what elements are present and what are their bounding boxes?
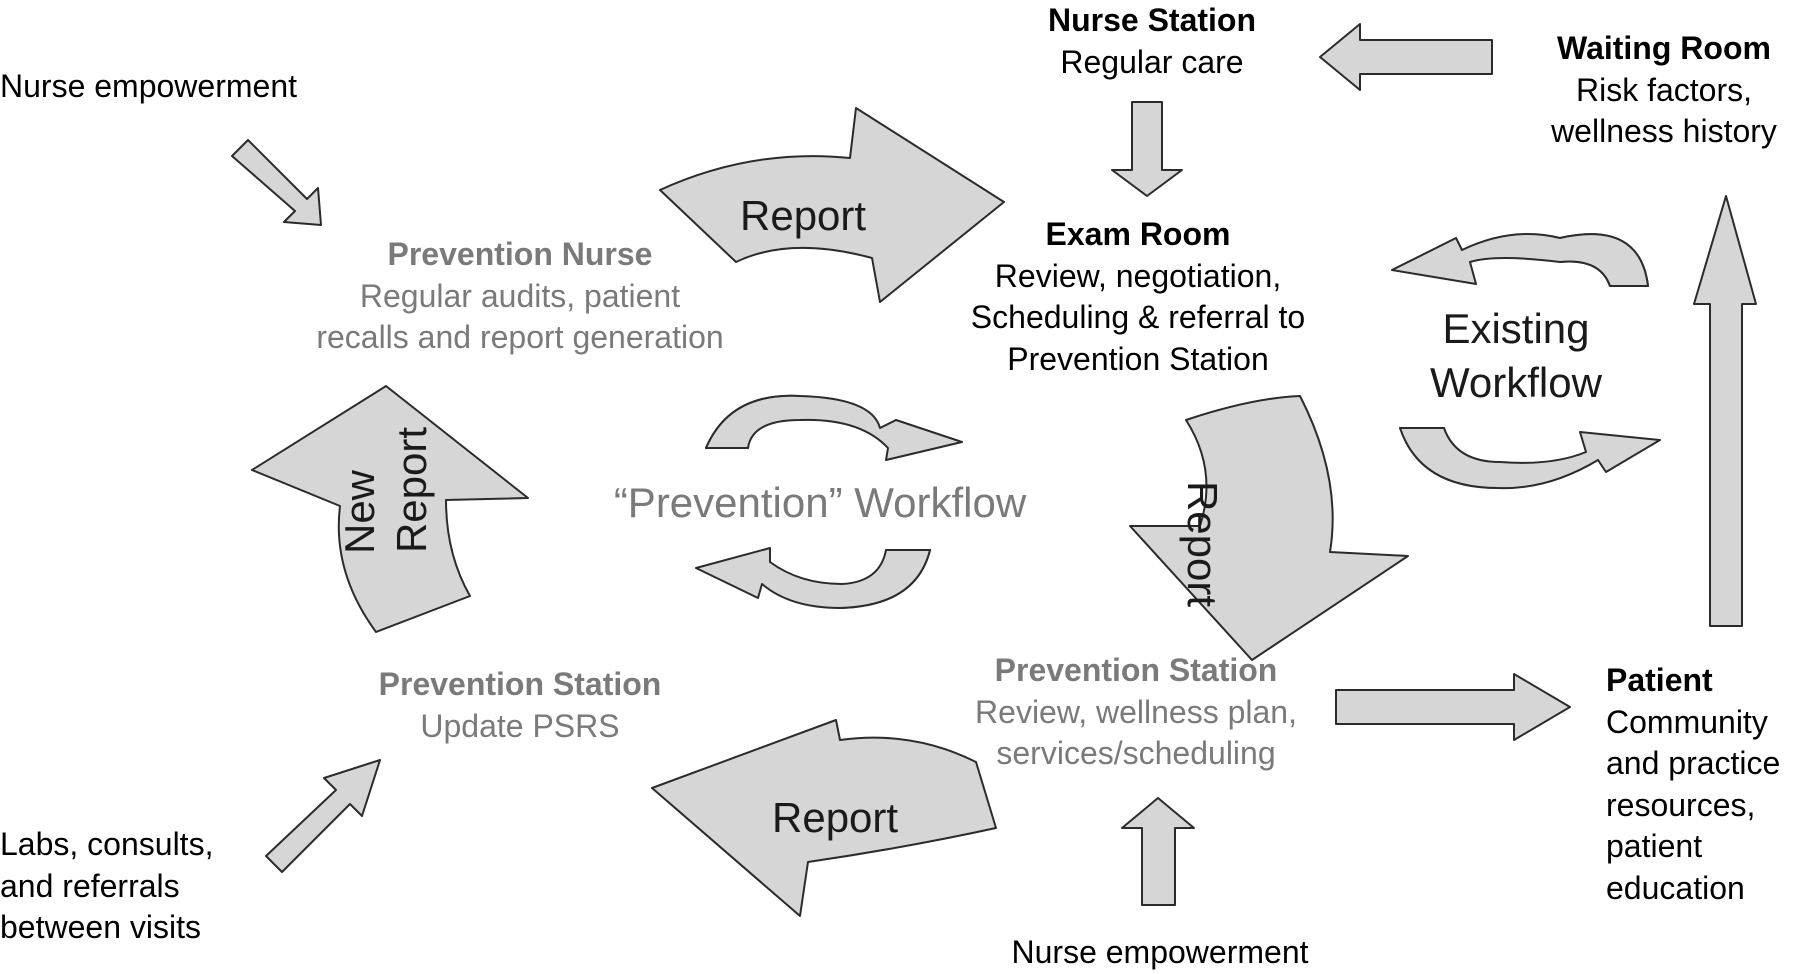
labs-text-3: between visits (0, 909, 201, 946)
prevention-nurse-sub-1: Regular audits, patient (359, 277, 681, 314)
existing-workflow-label: Existing Workflow (1430, 302, 1602, 410)
prevention-workflow-arrow-top (705, 394, 963, 461)
prevention-workflow-text: “Prevention” Workflow (613, 479, 1027, 526)
labs-text-1: Labs, consults, (0, 826, 214, 862)
exam-room-sub-2: Scheduling & referral to (970, 299, 1306, 336)
patient-sub-3: resources, (1606, 786, 1756, 823)
prevention-nurse-title: Prevention Nurse (387, 236, 653, 272)
nurse-station-title: Nurse Station (1047, 2, 1257, 38)
new-label: New (336, 469, 383, 555)
input-labs: Labs, consults, and referrals between vi… (0, 824, 213, 949)
prevention-station-right-title: Prevention Station (994, 652, 1278, 688)
node-prevention-station-left: Prevention Station Update PSRS (379, 664, 662, 747)
prevention-station-right-sub-2: services/scheduling (996, 735, 1276, 772)
prevention-nurse-sub-2: recalls and report generation (316, 319, 724, 356)
exam-room-sub-3: Prevention Station (1007, 340, 1269, 377)
existing-workflow-line-1: Existing (1442, 305, 1590, 352)
arrow-report-bottom (651, 719, 997, 917)
node-prevention-station-right: Prevention Station Review, wellness plan… (975, 650, 1297, 775)
exam-room-sub-1: Review, negotiation, (994, 257, 1282, 294)
node-waiting-room: Waiting Room Risk factors, wellness hist… (1551, 28, 1777, 153)
arrow-nurse-station-to-exam (1111, 101, 1183, 197)
node-patient: Patient Community and practice resources… (1606, 660, 1780, 910)
existing-workflow-arrow-bottom (1399, 427, 1661, 490)
arrow-nurse-empowerment-top (231, 139, 322, 226)
prevention-station-right-sub-1: Review, wellness plan, (975, 693, 1297, 730)
report-right-label: Report (1179, 480, 1226, 608)
patient-title: Patient (1606, 662, 1713, 698)
node-nurse-station: Nurse Station Regular care (1048, 0, 1256, 83)
new-report-label: Report (388, 426, 435, 554)
patient-sub-4: patient (1606, 828, 1703, 865)
arrow-waiting-to-nurse-station (1319, 23, 1493, 91)
waiting-room-title: Waiting Room (1557, 30, 1771, 66)
exam-room-title: Exam Room (1045, 216, 1231, 252)
input-nurse-empowerment-top: Nurse empowerment (0, 66, 297, 108)
node-prevention-nurse: Prevention Nurse Regular audits, patient… (316, 234, 723, 359)
report-top-label: Report (740, 192, 867, 239)
arrow-to-patient (1335, 673, 1571, 741)
prevention-workflow-arrow-bottom (695, 547, 931, 609)
prevention-workflow-label: “Prevention” Workflow (614, 476, 1026, 531)
input-nurse-empowerment-bottom: Nurse empowerment (1012, 932, 1309, 974)
prevention-station-left-title: Prevention Station (378, 666, 662, 702)
waiting-room-sub-2: wellness history (1551, 113, 1777, 150)
nurse-empowerment-top-text: Nurse empowerment (0, 68, 297, 104)
labs-text-2: and referrals (0, 867, 180, 904)
arrow-new-report (251, 385, 529, 633)
arrow-patient-to-waiting (1693, 195, 1757, 627)
node-exam-room: Exam Room Review, negotiation, Schedulin… (971, 214, 1305, 380)
nurse-empowerment-bottom-text: Nurse empowerment (1011, 934, 1309, 970)
nurse-station-sub: Regular care (1060, 43, 1244, 80)
arrow-report-top (659, 107, 1005, 303)
patient-sub-2: and practice (1606, 745, 1781, 782)
report-bottom-label: Report (772, 794, 899, 841)
arrow-labs-input (265, 759, 381, 873)
existing-workflow-line-2: Workflow (1430, 358, 1602, 406)
existing-workflow-arrow-top (1391, 233, 1649, 287)
patient-sub-1: Community (1606, 703, 1768, 740)
arrow-report-right (1129, 395, 1409, 661)
waiting-room-sub-1: Risk factors, (1575, 71, 1753, 108)
patient-sub-5: education (1606, 869, 1745, 906)
prevention-station-left-sub: Update PSRS (420, 707, 620, 744)
arrow-nurse-empowerment-bottom (1121, 797, 1195, 906)
